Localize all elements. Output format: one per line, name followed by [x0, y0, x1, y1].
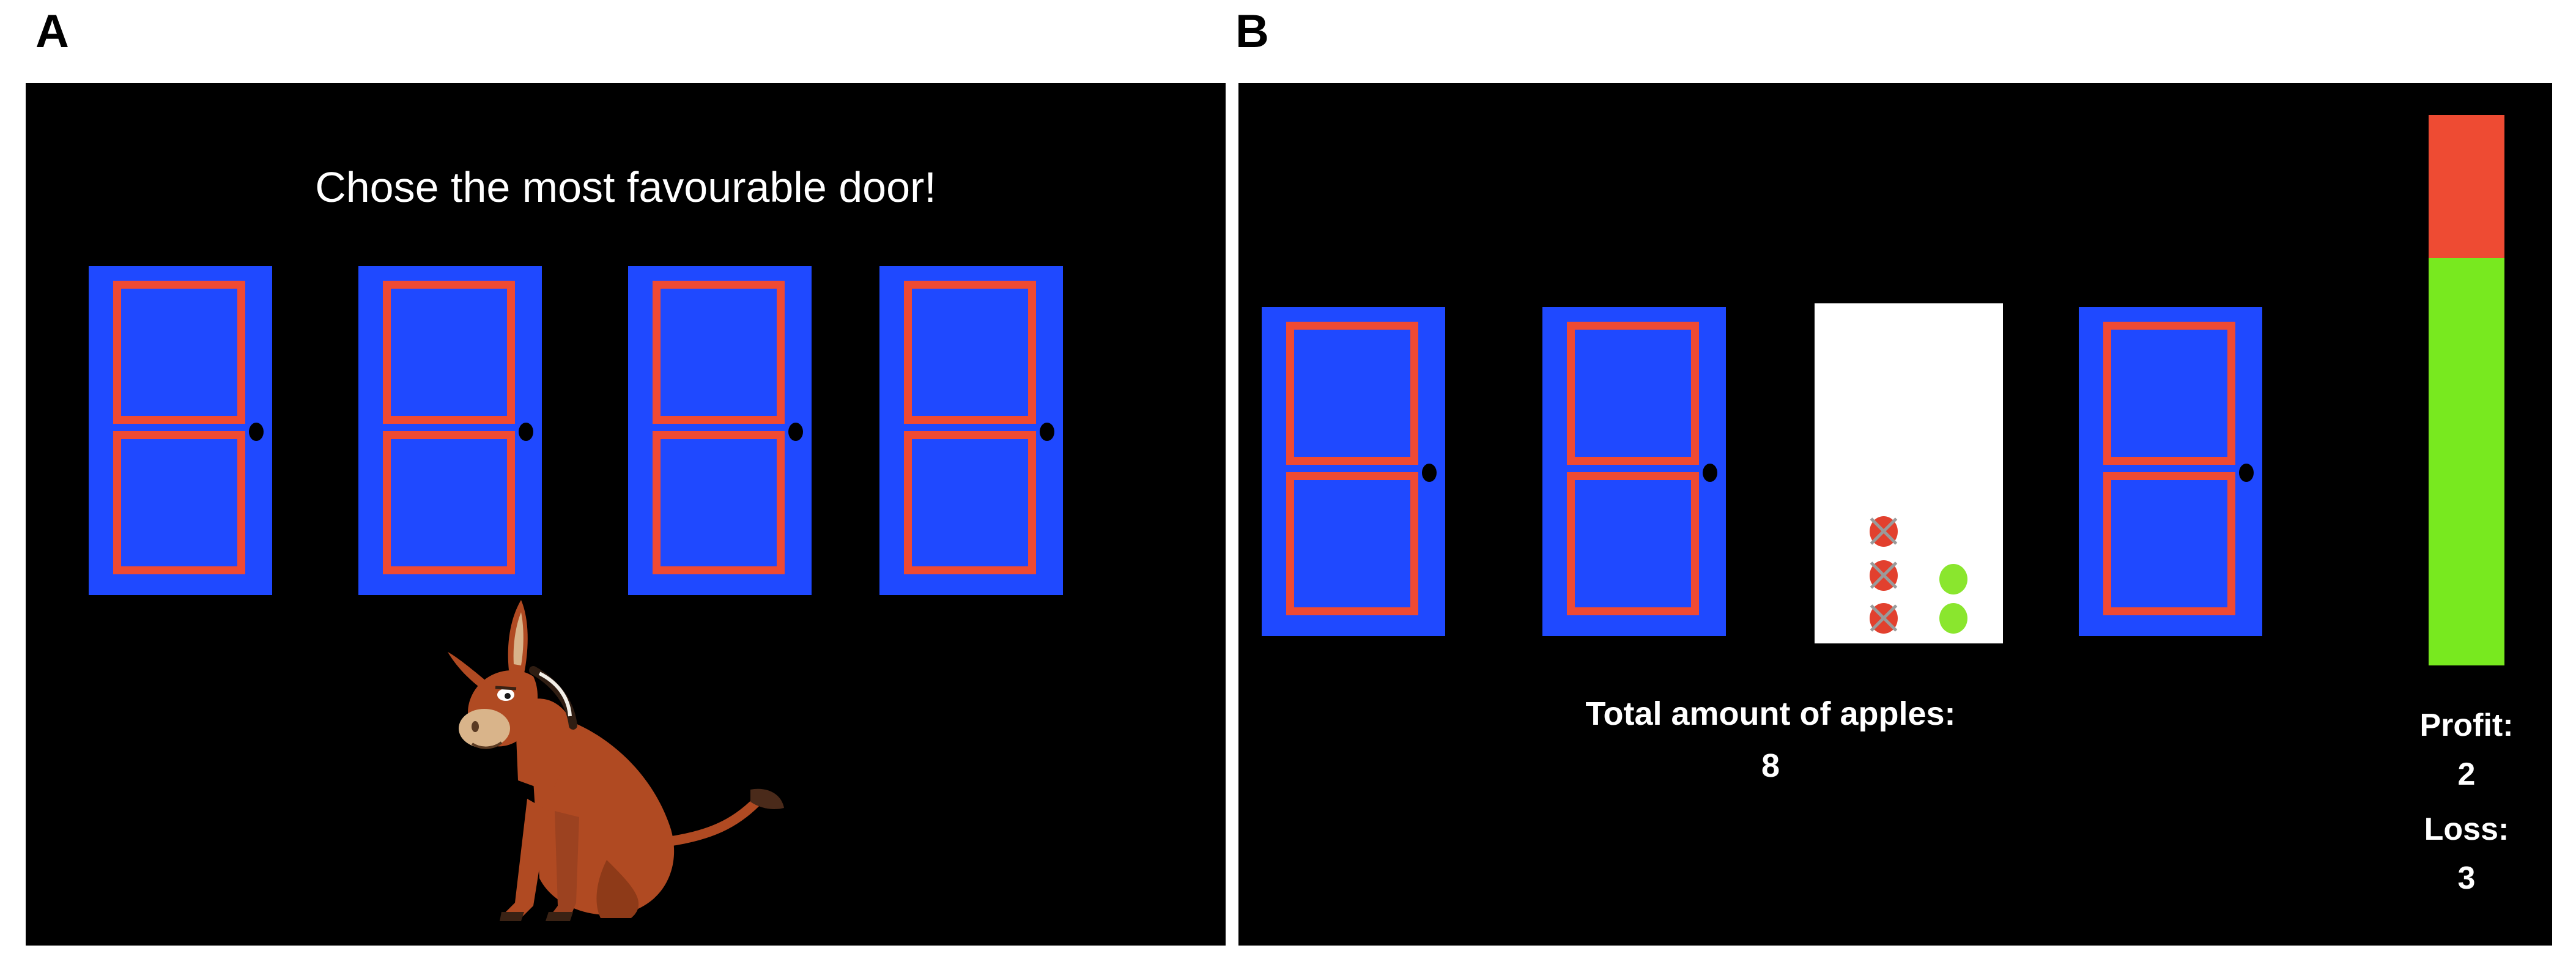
door-lower-panel: [653, 431, 785, 574]
door-2[interactable]: [1542, 307, 1726, 636]
total-apples-label: Total amount of apples:: [1585, 695, 1956, 732]
door-knob: [519, 423, 533, 441]
profit-value: 2: [2457, 757, 2476, 792]
screen-b: Total amount of apples: 8 Profit: 2 Loss…: [1238, 83, 2552, 946]
profit-label: Profit:: [2419, 708, 2514, 743]
door-4[interactable]: [879, 266, 1063, 595]
loss-label: Loss:: [2424, 812, 2509, 847]
donkey-icon: [448, 600, 784, 921]
door-lower-panel: [113, 431, 245, 574]
lost-apple-icon: [1870, 560, 1898, 591]
loss-value: 3: [2457, 861, 2476, 896]
door-upper-panel: [1286, 322, 1418, 465]
door-knob: [788, 423, 803, 441]
door-3[interactable]: [628, 266, 812, 595]
door-upper-panel: [2103, 322, 2235, 465]
door-2[interactable]: [358, 266, 542, 595]
lost-apple-icon: [1870, 603, 1898, 634]
profit-bar: [2429, 258, 2504, 665]
door-lower-panel: [904, 431, 1036, 574]
apple-icon: [1939, 603, 1967, 634]
door-knob: [1040, 423, 1054, 441]
door-upper-panel: [383, 281, 515, 424]
door-upper-panel: [113, 281, 245, 424]
door-knob: [249, 423, 264, 441]
door-4[interactable]: [2079, 307, 2262, 636]
door-upper-panel: [904, 281, 1036, 424]
door-1[interactable]: [1262, 307, 1445, 636]
door-lower-panel: [1286, 472, 1418, 615]
panel-label-a: A: [35, 6, 69, 57]
opened-door: [1815, 303, 2003, 643]
apple-icon: [1939, 564, 1967, 594]
prompt-text: Chose the most favourable door!: [315, 163, 936, 211]
screen-a: Chose the most favourable door!: [26, 83, 1226, 946]
loss-bar: [2429, 115, 2504, 258]
door-1[interactable]: [89, 266, 272, 595]
door-lower-panel: [2103, 472, 2235, 615]
door-upper-panel: [1567, 322, 1699, 465]
door-knob: [2239, 464, 2254, 482]
door-knob: [1703, 464, 1717, 482]
panel-label-b: B: [1235, 6, 1269, 57]
lost-apple-icon: [1870, 516, 1898, 547]
panel-divider: [1231, 83, 1234, 946]
door-lower-panel: [383, 431, 515, 574]
total-apples-value: 8: [1761, 747, 1780, 784]
door-lower-panel: [1567, 472, 1699, 615]
door-knob: [1422, 464, 1437, 482]
door-upper-panel: [653, 281, 785, 424]
